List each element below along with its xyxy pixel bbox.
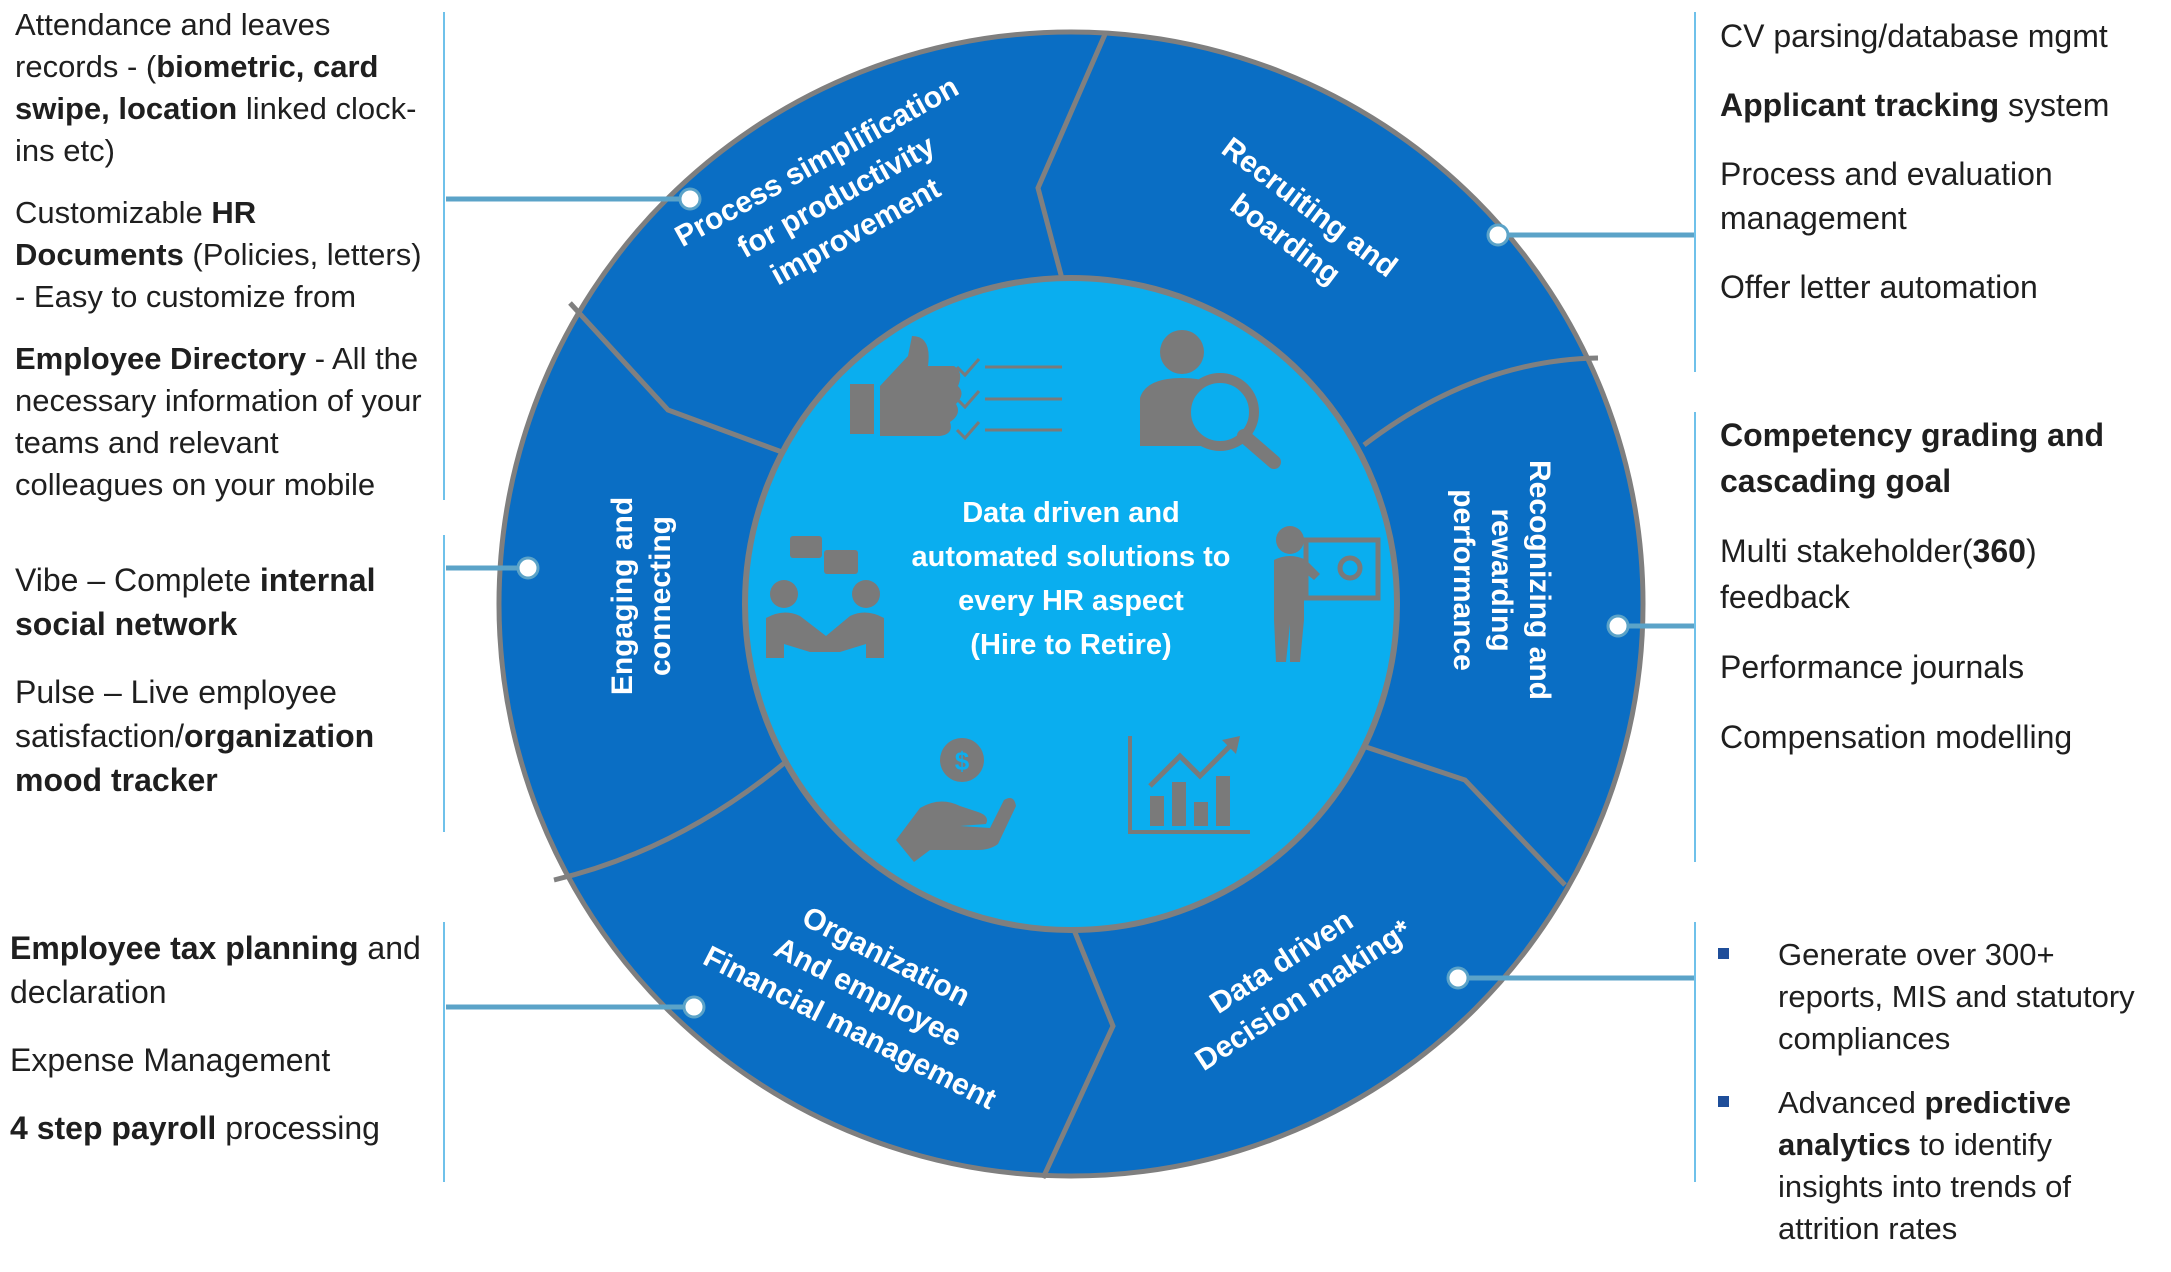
bullet-predictive-analytics: Advanced predictive analytics to identif… (1718, 1082, 2158, 1250)
vibe-feature: Vibe – Complete internal social network (15, 562, 376, 642)
competency-grading-feature: Competency grading and cascading goal (1720, 417, 2105, 499)
money-hand-icon: $ (896, 738, 1016, 862)
growth-chart-icon (1128, 736, 1250, 834)
center-line-2: automated solutions to (912, 541, 1231, 573)
payroll-feature: 4 step payroll processing (10, 1110, 380, 1146)
segment-recognizing-line-1: Recognizing and (1523, 460, 1556, 700)
hr-documents-feature: Customizable HR Documents (Policies, let… (15, 195, 422, 314)
center-text: Data driven and automated solutions to e… (912, 497, 1231, 661)
segment-engaging-line-2: connecting (644, 516, 677, 676)
right-top-features: CV parsing/database mgmt Applicant track… (1720, 14, 2160, 329)
segment-recognizing-line-2: rewarding (1485, 508, 1518, 651)
accent-line-right-mid (1694, 412, 1696, 862)
handshake-chat-icon (766, 536, 884, 658)
presentation-icon (1274, 526, 1381, 662)
bullet-square-icon (1718, 1096, 1729, 1107)
center-line-1: Data driven and (962, 497, 1180, 529)
hr-cycle-diagram: $ Data driven and automated solutions to… (446, 29, 1696, 1180)
right-mid-features: Competency grading and cascading goal Mu… (1720, 412, 2140, 780)
segment-engaging-connecting: Engaging and connecting (606, 497, 677, 695)
cv-parsing-feature: CV parsing/database mgmt (1720, 18, 2108, 54)
attendance-feature: Attendance and leaves records - (biometr… (15, 7, 417, 168)
connectors (446, 187, 1696, 1019)
right-bottom-features: Generate over 300+ reports, MIS and stat… (1718, 934, 2158, 1272)
center-line-4: (Hire to Retire) (970, 629, 1171, 661)
left-bottom-features: Employee tax planning and declaration Ex… (10, 926, 435, 1170)
left-mid-features: Vibe – Complete internal social network … (15, 558, 430, 822)
evaluation-management-feature: Process and evaluation management (1720, 156, 2053, 236)
analytics-bullet-list: Generate over 300+ reports, MIS and stat… (1718, 934, 2158, 1250)
applicant-tracking-feature: Applicant tracking system (1720, 87, 2110, 123)
compensation-modelling-feature: Compensation modelling (1720, 719, 2073, 755)
accent-line-right-bottom (1694, 922, 1696, 1182)
expense-management-feature: Expense Management (10, 1042, 331, 1078)
segment-engaging-line-1: Engaging and (606, 497, 639, 695)
accent-line-left-mid (443, 535, 445, 832)
accent-line-left-bottom (443, 922, 445, 1182)
thumbs-up-checklist-icon (850, 336, 1062, 441)
employee-directory-feature: Employee Directory - All the necessary i… (15, 341, 422, 502)
offer-letter-feature: Offer letter automation (1720, 269, 2038, 305)
accent-line-left-top (443, 12, 445, 500)
segment-dividers (553, 31, 1599, 1180)
svg-text:$: $ (955, 746, 970, 776)
multi-stakeholder-feature: Multi stakeholder(360) feedback (1720, 533, 2037, 615)
bullet-square-icon (1718, 948, 1729, 959)
segment-recognizing-line-3: performance (1447, 489, 1480, 671)
performance-journals-feature: Performance journals (1720, 649, 2025, 685)
accent-line-right-top (1694, 12, 1696, 372)
center-line-3: every HR aspect (958, 585, 1184, 617)
tax-planning-feature: Employee tax planning and declaration (10, 930, 421, 1010)
bullet-reports: Generate over 300+ reports, MIS and stat… (1718, 934, 2158, 1060)
pulse-feature: Pulse – Live employee satisfaction/organ… (15, 674, 375, 798)
recruit-search-icon (1140, 330, 1281, 469)
segment-recognizing-rewarding: Recognizing and rewarding performance (1447, 460, 1556, 700)
left-top-features: Attendance and leaves records - (biometr… (15, 4, 430, 526)
